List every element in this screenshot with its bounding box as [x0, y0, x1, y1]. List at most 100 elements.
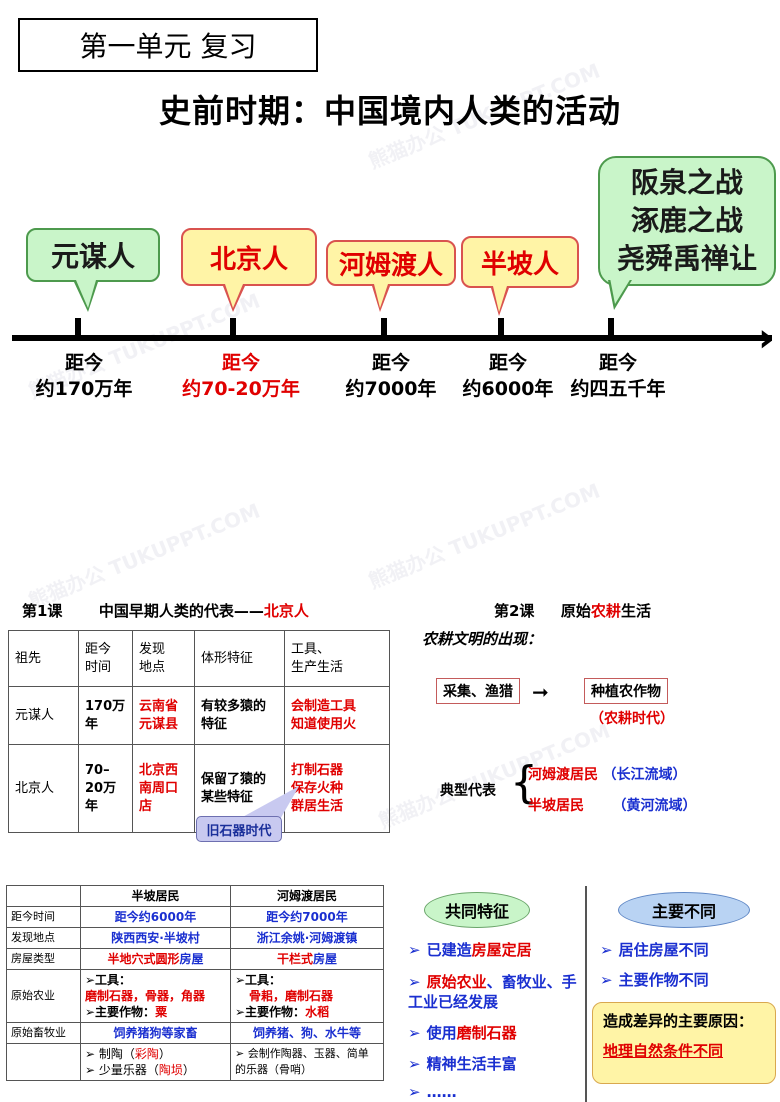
art-item: ➢ 制陶（ [85, 1047, 135, 1061]
war-item: 尧舜禹禅让 [616, 242, 757, 275]
difference-text: 主要作物不同 [618, 971, 709, 989]
timeline-label-line2: 约四五千年 [570, 378, 666, 400]
table-cell: 半地穴式圆形房屋 [80, 948, 231, 970]
common-item: ➢已建造房屋定居 [408, 940, 580, 960]
agri-crop-label: ➢主要作物： [85, 1005, 156, 1019]
tool-item: 群居生活 [291, 798, 344, 814]
ancestors-table: 祖先 距今 时间 发现 地点 体形特征 工具、 生产生活 元谋人 170万年 云… [8, 630, 390, 833]
table-header-row: 半坡居民 河姆渡居民 [6, 885, 384, 907]
bullet-icon: ➢ [408, 941, 421, 959]
common-features-oval: 共同特征 [424, 892, 530, 928]
house-type-red: 干栏式 [276, 952, 313, 966]
table-row: 原始畜牧业 饲养猪狗等家畜 饲养猪、狗、水牛等 [6, 1022, 384, 1044]
timeline-label-line2: 约70-20万年 [182, 378, 300, 400]
row-label: 原始农业 [6, 969, 81, 1023]
bullet-icon: ➢ [408, 1024, 421, 1042]
table-header-cell: 祖先 [8, 630, 79, 687]
right-arrow-icon: ➞ [532, 680, 549, 704]
common-item-a: 已建造 [426, 941, 472, 959]
common-item-b: 、畜牧业、手工业已经发展 [408, 973, 577, 1011]
table-header-cell: 距今 时间 [78, 630, 133, 687]
table-header-cell [6, 885, 81, 907]
timeline-tick [608, 318, 614, 338]
art-item: ➢ 少量乐器（ [85, 1063, 159, 1077]
table-cell: 70–20万年 [78, 744, 133, 833]
bullet-icon: ➢ [408, 973, 421, 991]
table-row: 距今时间 距今约6000年 距今约7000年 [6, 906, 384, 928]
lesson2-prefix: 第2课 [494, 602, 535, 620]
timeline-label-line1: 距今 [221, 352, 260, 374]
table-cell: 距今约7000年 [230, 906, 384, 928]
divider [585, 886, 587, 1102]
timeline-label: 距今 约6000年 [438, 350, 578, 402]
callout-tail-fill [610, 278, 631, 304]
common-item-red: 原始农业 [426, 973, 487, 991]
table-row: 北京人 70–20万年 北京西南周口店 保留了猿的某些特征 打制石器 保存火种 … [8, 744, 390, 833]
table-cell: 云南省元谋县 [132, 686, 195, 745]
house-type-red: 半地穴式圆形 [107, 952, 180, 966]
table-cell: ➢ 制陶（彩陶） ➢ 少量乐器（陶埙） [80, 1043, 231, 1081]
callout-hemudu-label: 河姆渡人 [338, 250, 443, 281]
bullet-icon: ➢ [408, 1055, 421, 1073]
agri-crop-label: ➢主要作物： [235, 1005, 306, 1019]
table-cell: 浙江余姚·河姆渡镇 [230, 927, 384, 949]
table-cell: ➢ 会制作陶器、玉器、简单的乐器（骨哨） [230, 1043, 384, 1081]
agri-tools: 磨制石器 [285, 989, 334, 1003]
agri-tool-label: ➢工具： [85, 973, 132, 987]
rep-region: （长江流域） [602, 767, 687, 783]
timeline-tick [498, 318, 504, 338]
table-header-cell: 体形特征 [194, 630, 285, 687]
farming-era: （农耕时代） [590, 711, 674, 727]
table-cell: 有较多猿的特征 [194, 686, 285, 745]
table-cell: 饲养猪、狗、水牛等 [230, 1022, 384, 1044]
war-item: 阪泉之战 [630, 166, 743, 199]
callout-tail-fill [493, 286, 507, 312]
unit-label: 第一单元 复习 [79, 30, 257, 63]
art-item-end: ） [158, 1047, 171, 1061]
house-type-rest: 房屋 [179, 952, 204, 966]
lesson1-prefix: 第1课 [22, 602, 63, 620]
unit-label-box: 第一单元 复习 [18, 18, 318, 72]
table-header-cell: 工具、 生产生活 [284, 630, 390, 687]
main-differences-oval: 主要不同 [618, 892, 750, 928]
table-row: 发现地点 陕西西安·半坡村 浙江余姚·河姆渡镇 [6, 927, 384, 949]
timeline-label-line2: 约6000年 [462, 378, 554, 400]
rep-region: （黄河流域） [612, 798, 697, 814]
comparison-table: 半坡居民 河姆渡居民 距今时间 距今约6000年 距今约7000年 发现地点 陕… [6, 885, 384, 1081]
agri-crop: 粟 [155, 1005, 168, 1019]
difference-item: ➢ 主要作物不同 [600, 970, 709, 990]
tool-item: 保存火种 [291, 780, 344, 796]
timeline-tick [381, 318, 387, 338]
callout-beijing: 北京人 [181, 228, 317, 312]
callout-tail-fill [374, 284, 388, 308]
reason-text: 地理自然条件不同 [603, 1042, 724, 1060]
lesson1-title: 第1课 中国早期人类的代表——北京人 [22, 600, 309, 621]
watermark: 熊猫办公 TUKUPPT.COM [25, 498, 264, 614]
bullet-icon: ➢ [600, 971, 613, 989]
timeline-label-line2: 约170万年 [35, 378, 133, 400]
timeline-axis [12, 335, 772, 341]
house-type-rest: 房屋 [313, 952, 338, 966]
common-item: ➢…… [408, 1082, 580, 1102]
agri-tools: 骨耜， [249, 989, 286, 1003]
timeline-arrow-icon: › [758, 315, 775, 361]
common-item-a: …… [426, 1083, 457, 1101]
table-cell: 距今约6000年 [80, 906, 231, 928]
table-cell: 北京西南周口店 [132, 744, 195, 833]
common-item: ➢使用磨制石器 [408, 1023, 580, 1043]
timeline-label-line1: 距今 [371, 352, 410, 374]
callout-tail-fill [225, 284, 243, 308]
rep-name: 半坡居民 [528, 798, 584, 814]
table-cell: 干栏式房屋 [230, 948, 384, 970]
row-label: 房屋类型 [6, 948, 81, 970]
callout-banpo: 半坡人 [461, 236, 579, 316]
table-cell: ➢工具： 骨耜，磨制石器 ➢主要作物：水稻 [230, 969, 384, 1023]
lesson2-title-red: 农耕 [590, 602, 621, 620]
reason-title: 造成差异的主要原因： [603, 1012, 754, 1030]
timeline-label: 距今 约7000年 [321, 350, 461, 402]
table-cell: 北京人 [8, 744, 79, 833]
table-cell: 陕西西安·半坡村 [80, 927, 231, 949]
tool-item: 打制石器 [291, 762, 344, 778]
table-row: 元谋人 170万年 云南省元谋县 有较多猿的特征 会制造工具 知道使用火 [8, 686, 390, 745]
callout-beijing-label: 北京人 [209, 244, 288, 275]
